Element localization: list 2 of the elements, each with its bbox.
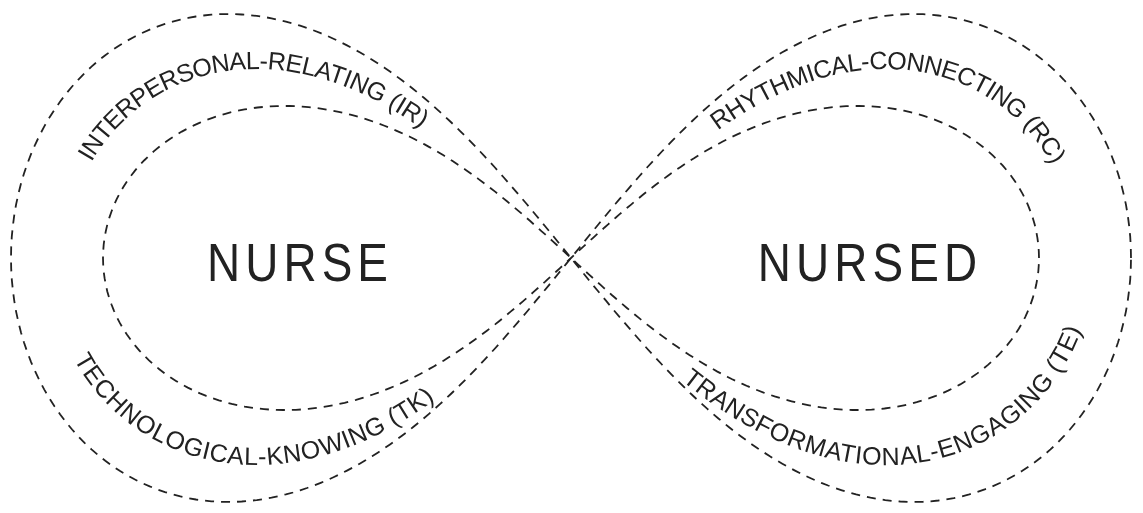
center-label: NURSE <box>206 231 394 293</box>
center-label: NURSED <box>757 231 983 293</box>
